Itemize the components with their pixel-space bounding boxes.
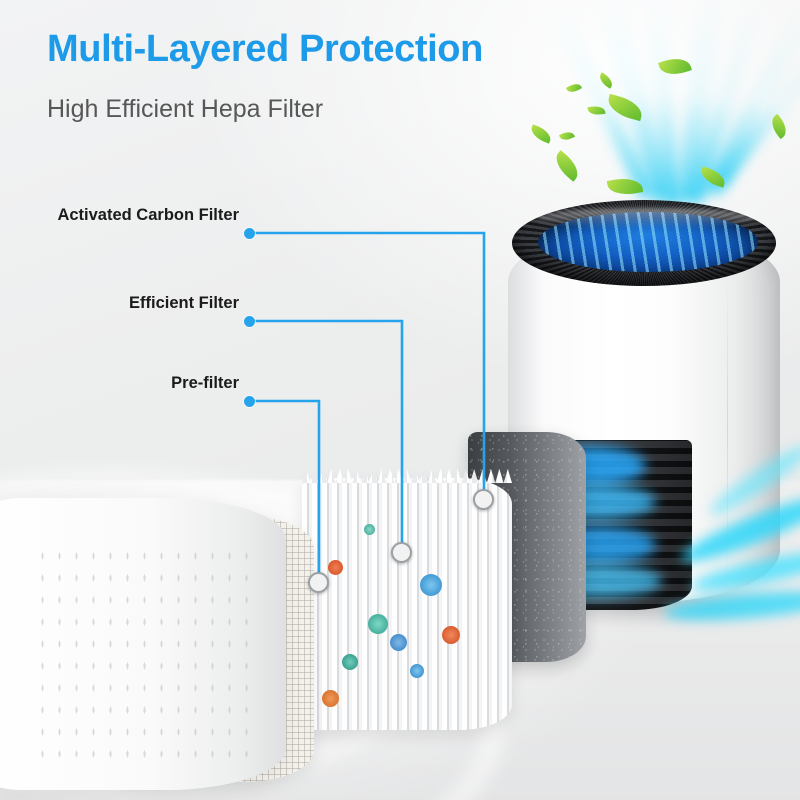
unit-top-ring xyxy=(512,200,776,286)
leader-line xyxy=(249,231,486,492)
callout-endpoint-efficient-filter[interactable] xyxy=(391,542,412,563)
captured-particle xyxy=(368,614,388,634)
outer-shell-grille-layer xyxy=(0,498,286,790)
captured-particle xyxy=(322,690,339,707)
callout-dot-efficient-filter[interactable] xyxy=(243,315,255,327)
callout-dot-pre-filter[interactable] xyxy=(243,395,255,407)
captured-particle xyxy=(410,664,424,678)
captured-particle xyxy=(364,524,375,535)
captured-particle xyxy=(328,560,343,575)
unit-top-highlight xyxy=(536,208,760,228)
page-title: Multi-Layered Protection xyxy=(47,28,483,70)
callout-label-pre-filter: Pre-filter xyxy=(171,374,239,392)
callout-label-activated-carbon-filter: Activated Carbon Filter xyxy=(57,206,239,224)
unit-seam xyxy=(727,276,728,576)
callout-dot-activated-carbon-filter[interactable] xyxy=(243,227,255,239)
leader-line xyxy=(249,399,321,575)
callout-endpoint-pre-filter[interactable] xyxy=(308,572,329,593)
captured-particle xyxy=(390,634,407,651)
unit-top-glow xyxy=(538,212,758,272)
shell-perforations xyxy=(34,544,250,761)
captured-particle xyxy=(342,654,358,670)
callout-label-efficient-filter: Efficient Filter xyxy=(128,294,239,312)
callout-endpoint-activated-carbon-filter[interactable] xyxy=(473,489,494,510)
captured-particle xyxy=(420,574,442,596)
pleated-hepa-filter-layer xyxy=(302,469,512,730)
leader-line xyxy=(249,319,404,545)
captured-particle xyxy=(442,626,460,644)
page-subtitle: High Efficient Hepa Filter xyxy=(47,95,324,123)
